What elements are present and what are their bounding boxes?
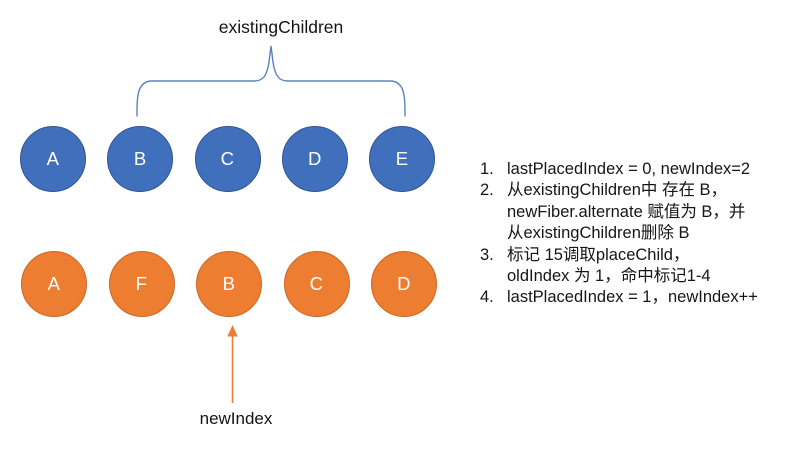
- new-children-row: A F B C D: [21, 251, 437, 317]
- node-label: C: [309, 273, 324, 294]
- notes-list: 1. lastPlacedIndex = 0, newIndex=2 2. 从e…: [480, 159, 792, 309]
- node-label: F: [135, 273, 148, 294]
- note-text: lastPlacedIndex = 0, newIndex=2: [507, 159, 792, 180]
- note-item-3: 3. 标记 15调取placeChild， oldIndex 为 1，命中标记1…: [480, 245, 792, 288]
- note-number: 2.: [480, 181, 494, 200]
- note-line: newFiber.alternate 赋值为 B，并: [507, 202, 746, 221]
- node-label: A: [46, 148, 60, 169]
- new-node-d: D: [371, 251, 437, 317]
- note-line: oldIndex 为 1，命中标记1-4: [507, 267, 711, 286]
- existing-children-row: A B C D E: [20, 126, 436, 192]
- existing-node-d: D: [281, 126, 348, 192]
- note-item-4: 4. lastPlacedIndex = 1，newIndex++: [480, 287, 792, 308]
- node-label: D: [307, 148, 322, 169]
- node-label: C: [220, 148, 235, 169]
- node-label: B: [133, 148, 147, 169]
- note-number: 3.: [480, 245, 494, 264]
- node-label: B: [222, 273, 236, 294]
- new-index-arrow: [227, 325, 238, 403]
- note-line: 从existingChildren中 存在 B，: [507, 181, 728, 200]
- existing-node-c: C: [194, 126, 261, 192]
- existing-children-label: existingChildren: [218, 17, 344, 37]
- new-node-c: C: [283, 251, 350, 317]
- note-number: 4.: [480, 288, 494, 307]
- existing-node-a: A: [20, 126, 86, 192]
- node-label: D: [397, 273, 411, 294]
- note-text: lastPlacedIndex = 1，newIndex++: [507, 287, 792, 308]
- note-line: 从existingChildren删除 B: [507, 224, 690, 243]
- existing-node-b: B: [107, 126, 174, 192]
- note-line: 标记 15调取placeChild，: [507, 245, 690, 264]
- node-label: E: [395, 148, 409, 169]
- node-label: A: [47, 273, 61, 294]
- note-text: 从existingChildren中 存在 B， newFiber.altern…: [507, 180, 792, 244]
- note-item-2: 2. 从existingChildren中 存在 B， newFiber.alt…: [480, 180, 792, 244]
- curly-brace-shape: [136, 45, 406, 117]
- new-node-b: B: [196, 251, 262, 317]
- note-text: 标记 15调取placeChild， oldIndex 为 1，命中标记1-4: [507, 245, 792, 288]
- note-number: 1.: [480, 160, 494, 178]
- new-node-f: F: [108, 251, 175, 317]
- new-index-label: newIndex: [199, 409, 273, 428]
- new-node-a: A: [21, 251, 87, 317]
- note-line: lastPlacedIndex = 1，newIndex++: [507, 288, 758, 307]
- note-item-1: 1. lastPlacedIndex = 0, newIndex=2: [480, 159, 792, 180]
- note-line: lastPlacedIndex = 0, newIndex=2: [507, 160, 751, 178]
- existing-node-e: E: [369, 126, 436, 192]
